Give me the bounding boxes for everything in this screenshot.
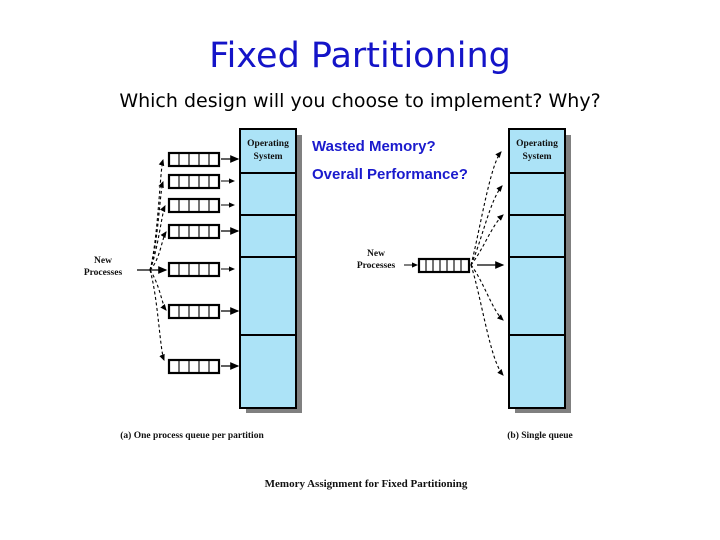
process-queue-box — [167, 197, 221, 214]
partition-block — [508, 214, 566, 258]
os-label-left-1: Operating — [247, 139, 289, 149]
partition-block — [239, 334, 297, 409]
figure-main-caption: Memory Assignment for Fixed Partitioning — [265, 478, 468, 490]
process-queue-box — [167, 173, 221, 190]
process-queue-box — [167, 358, 221, 375]
os-label-left-2: System — [253, 152, 282, 162]
new-processes-label-right-2: Processes — [357, 261, 396, 271]
os-label-right-2: System — [522, 152, 551, 162]
callout-wasted-memory: Wasted Memory? — [312, 138, 436, 155]
process-queue-box — [167, 151, 221, 168]
dashed-fan-right — [470, 151, 504, 376]
caption-diagram-a: (a) One process queue per partition — [120, 430, 264, 441]
partition-block — [239, 214, 297, 258]
memory-column-left: Operating System — [239, 128, 297, 409]
single-process-queue-box — [417, 257, 471, 274]
partition-block — [508, 334, 566, 409]
memory-column-right: Operating System — [508, 128, 566, 409]
new-processes-label-left-2: Processes — [84, 268, 123, 278]
partition-block — [508, 256, 566, 336]
partition-operating-system — [239, 128, 297, 174]
callout-overall-performance: Overall Performance? — [312, 166, 468, 183]
os-label-right-1: Operating — [516, 139, 558, 149]
diagram-one-queue-per-partition: New Processes — [84, 128, 302, 441]
page-subtitle: Which design will you choose to implemen… — [119, 90, 601, 112]
new-processes-label-left: New — [94, 256, 112, 266]
process-queue-box — [167, 303, 221, 320]
queue-to-memory-arrows-left — [221, 155, 240, 370]
process-queues-left — [167, 151, 221, 375]
new-processes-label-right-1: New — [367, 249, 385, 259]
diagram-single-queue: New Processes — [357, 128, 573, 441]
dashed-fan-left — [149, 158, 167, 362]
page-title: Fixed Partitioning — [209, 36, 511, 76]
partition-block — [508, 172, 566, 216]
partition-operating-system — [508, 128, 566, 174]
process-queue-box — [167, 223, 221, 240]
partition-block — [239, 256, 297, 336]
caption-diagram-b: (b) Single queue — [507, 430, 572, 441]
memory-assignment-figure: New Processes — [0, 120, 720, 510]
process-queue-box — [167, 261, 221, 278]
partition-block — [239, 172, 297, 216]
